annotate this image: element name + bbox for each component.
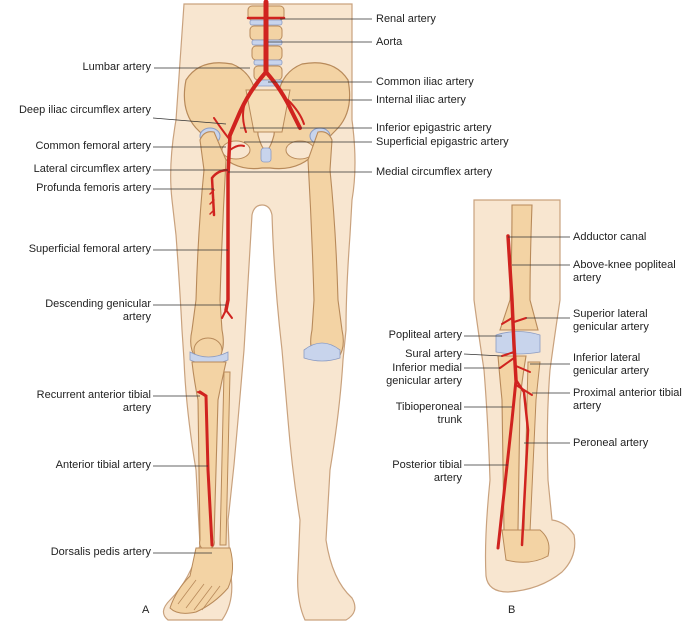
panel-b-arteries: [496, 234, 533, 550]
label-lumbar-artery: Lumbar artery: [82, 61, 151, 73]
label-inferior-epigastric-artery: Inferior epigastric artery: [376, 122, 492, 134]
label-dorsalis-pedis-artery: Dorsalis pedis artery: [50, 546, 151, 558]
label-common-iliac-artery: Common iliac artery: [376, 76, 474, 88]
left-foot-bones: [169, 547, 234, 614]
label-superficial-epigastric-artery: Superficial epigastric artery: [376, 136, 509, 148]
label-adductor-canal: Adductor canal: [573, 231, 647, 243]
label-inferior-lateral-genicular-artery: Inferior lateral genicular artery: [573, 352, 649, 377]
label-sural-artery: Sural artery: [405, 348, 462, 360]
label-profunda-femoris-artery: Profunda femoris artery: [36, 182, 151, 194]
panel-letter-b: B: [508, 604, 516, 616]
label-above-knee-popliteal-artery: Above-knee popliteal artery: [573, 259, 676, 284]
label-peroneal-artery: Peroneal artery: [573, 437, 649, 449]
label-popliteal-artery: Popliteal artery: [388, 329, 462, 341]
label-inferior-medial-genicular-artery: Inferior medial genicular artery: [386, 362, 462, 387]
label-superficial-femoral-artery: Superficial femoral artery: [28, 243, 151, 255]
label-posterior-tibial-artery: Posterior tibial artery: [392, 459, 462, 484]
panel-b-figure: [473, 199, 576, 593]
label-medial-circumflex-artery: Medial circumflex artery: [376, 166, 493, 178]
left-femur: [190, 131, 227, 359]
label-descending-genicular-artery: Descending genicular artery: [45, 298, 151, 323]
panel-a-arteries: [197, 0, 305, 547]
label-proximal-anterior-tibial-artery: Proximal anterior tibial artery: [573, 387, 682, 412]
label-common-femoral-artery: Common femoral artery: [35, 140, 151, 152]
leader-lines: [152, 18, 570, 554]
label-aorta: Aorta: [376, 36, 403, 48]
panel-letter-a: A: [142, 604, 150, 616]
label-lateral-circumflex-artery: Lateral circumflex artery: [33, 163, 151, 175]
panel-a-figure: [162, 0, 356, 621]
label-internal-iliac-artery: Internal iliac artery: [376, 94, 466, 106]
label-tibioperoneal-trunk: Tibioperoneal trunk: [395, 401, 462, 426]
label-recurrent-anterior-tibial-artery: Recurrent anterior tibial artery: [36, 389, 151, 414]
label-deep-iliac-circumflex-artery: Deep iliac circumflex artery: [18, 104, 151, 116]
label-anterior-tibial-artery: Anterior tibial artery: [55, 459, 151, 471]
label-renal-artery: Renal artery: [376, 13, 436, 25]
label-superior-lateral-genicular-artery: Superior lateral genicular artery: [573, 308, 649, 333]
